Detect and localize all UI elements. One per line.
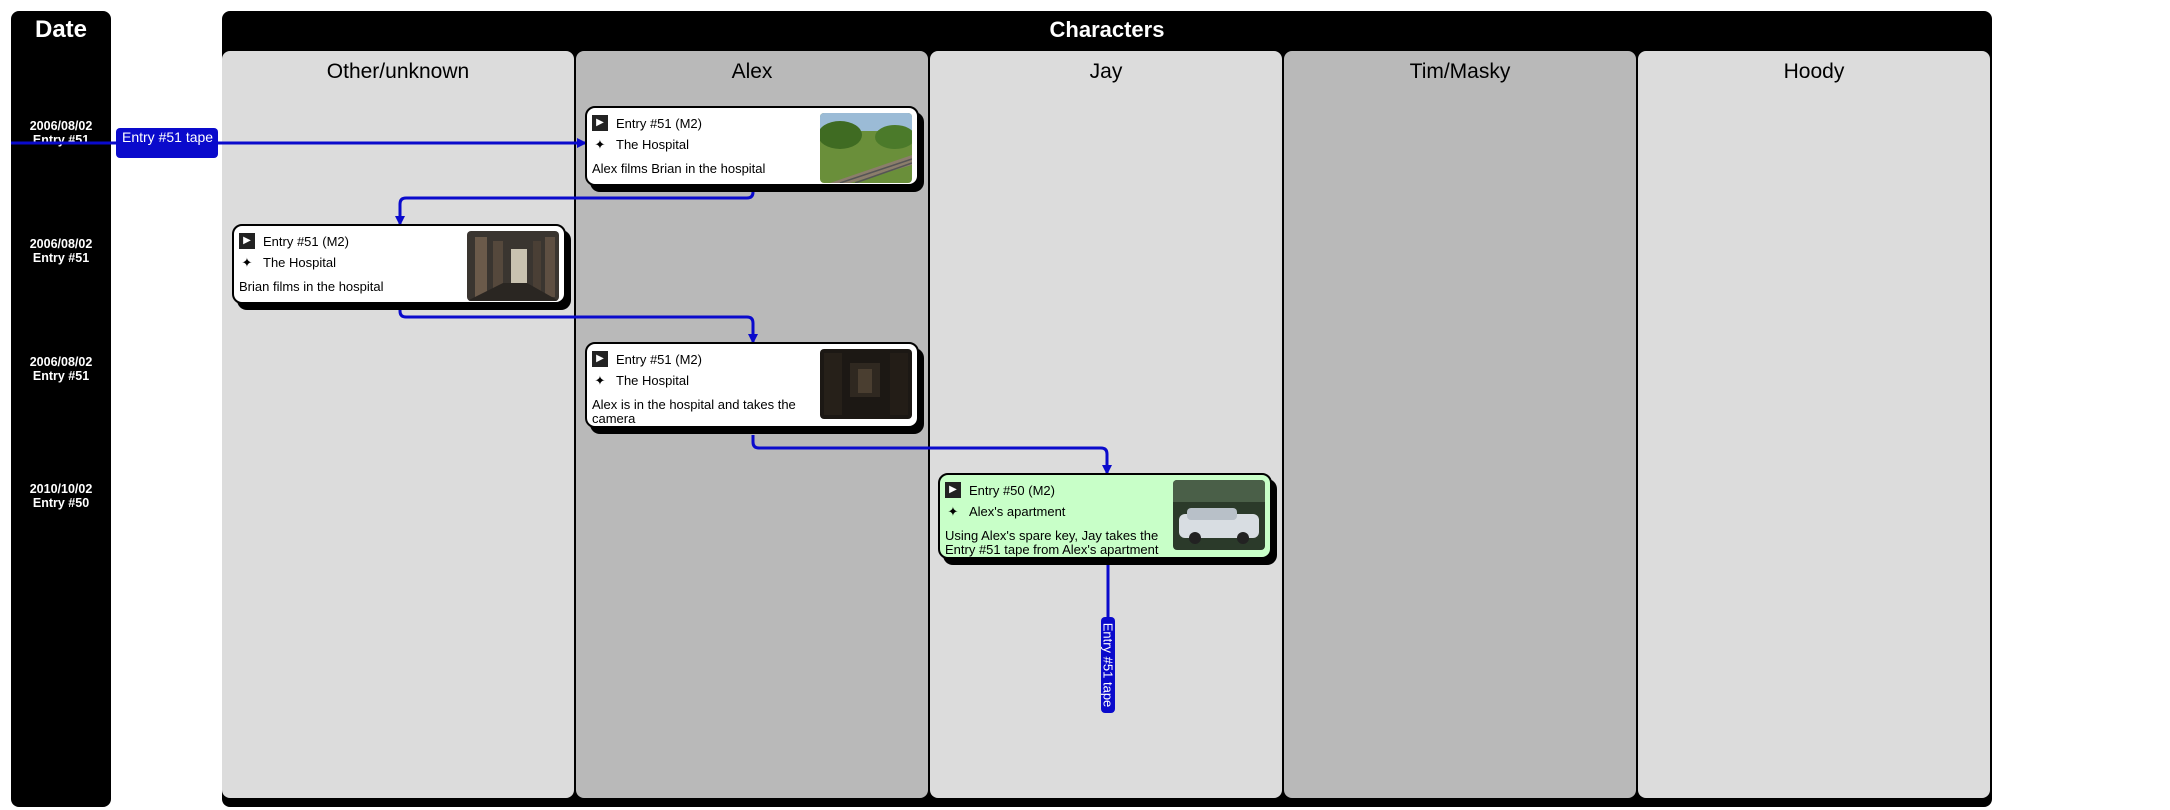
column-header: Jay [1089, 60, 1123, 83]
card-location-label: The Hospital [616, 136, 689, 152]
card-location-row: ✦ The Hospital [592, 371, 689, 389]
tape-label-incoming: Entry #51 tape [116, 128, 218, 158]
card-thumbnail[interactable] [467, 231, 559, 301]
date-row-label: 2006/08/02 Entry #51 [11, 237, 111, 265]
tape-label-outgoing-text: Entry #51 tape [1100, 622, 1116, 708]
flow-arrow [398, 307, 758, 344]
card-description: Alex films Brian in the hospital [592, 161, 766, 176]
date-row-date: 2006/08/02 [29, 119, 93, 133]
card-description: Alex is in the hospital and takes the ca… [592, 397, 796, 426]
date-row-entry: Entry #50 [32, 496, 90, 510]
card-entry-label: Entry #51 (M2) [616, 115, 702, 131]
tape-label-outgoing: Entry #51 tape [1100, 617, 1116, 713]
column-tim-masky: Tim/Masky [1284, 51, 1636, 798]
characters-header: Characters [1049, 17, 1165, 42]
card-entry-label: Entry #51 (M2) [616, 351, 702, 367]
column-header: Tim/Masky [1409, 60, 1511, 83]
card-location-label: The Hospital [616, 372, 689, 388]
flow-arrow [751, 435, 1112, 475]
card-entry-row: ▶ Entry #51 (M2) [592, 350, 702, 368]
pushpin-icon: ✦ [241, 254, 253, 270]
column-hoody: Hoody [1638, 51, 1990, 798]
card-thumbnail[interactable] [1173, 480, 1265, 550]
column-header: Alex [731, 60, 773, 83]
event-card[interactable]: ▶ Entry #51 (M2) ✦ The Hospital Brian fi… [232, 224, 566, 304]
card-location-row: ✦ Alex's apartment [945, 502, 1066, 520]
video-play-icon: ▶ [239, 233, 255, 249]
card-thumbnail[interactable] [820, 113, 912, 183]
card-entry-label: Entry #50 (M2) [969, 482, 1055, 498]
card-entry-row: ▶ Entry #51 (M2) [239, 232, 349, 250]
pushpin-icon: ✦ [594, 372, 606, 388]
card-entry-row: ▶ Entry #50 (M2) [945, 481, 1055, 499]
card-location-label: The Hospital [263, 254, 336, 270]
video-play-icon: ▶ [592, 115, 608, 131]
card-entry-label: Entry #51 (M2) [263, 233, 349, 249]
column-header: Hoody [1783, 60, 1845, 83]
date-row-label: 2006/08/02 Entry #51 [11, 355, 111, 383]
event-card-highlighted[interactable]: ▶ Entry #50 (M2) ✦ Alex's apartment Usin… [938, 473, 1272, 559]
event-card[interactable]: ▶ Entry #51 (M2) ✦ The Hospital Alex fil… [585, 106, 919, 186]
card-location-row: ✦ The Hospital [239, 253, 336, 271]
pushpin-icon: ✦ [594, 136, 606, 152]
card-description: Using Alex's spare key, Jay takes the En… [945, 528, 1159, 557]
card-location-row: ✦ The Hospital [592, 135, 689, 153]
card-thumbnail[interactable] [820, 349, 912, 419]
date-header: Date [34, 16, 88, 43]
date-row-label: 2010/10/02 Entry #50 [11, 482, 111, 510]
flow-arrow [395, 189, 755, 226]
date-row-entry: Entry #51 [32, 251, 90, 265]
event-card[interactable]: ▶ Entry #51 (M2) ✦ The Hospital Alex is … [585, 342, 919, 428]
column-header: Other/unknown [326, 60, 470, 83]
date-row-date: 2006/08/02 [29, 355, 93, 369]
card-location-label: Alex's apartment [969, 503, 1066, 519]
card-description: Brian films in the hospital [239, 279, 384, 294]
pushpin-icon: ✦ [947, 503, 959, 519]
video-play-icon: ▶ [945, 482, 961, 498]
date-row-date: 2010/10/02 [29, 482, 93, 496]
column-other-unknown: Other/unknown [222, 51, 574, 798]
date-row-entry: Entry #51 [32, 369, 90, 383]
card-entry-row: ▶ Entry #51 (M2) [592, 114, 702, 132]
date-row-date: 2006/08/02 [29, 237, 93, 251]
video-play-icon: ▶ [592, 351, 608, 367]
